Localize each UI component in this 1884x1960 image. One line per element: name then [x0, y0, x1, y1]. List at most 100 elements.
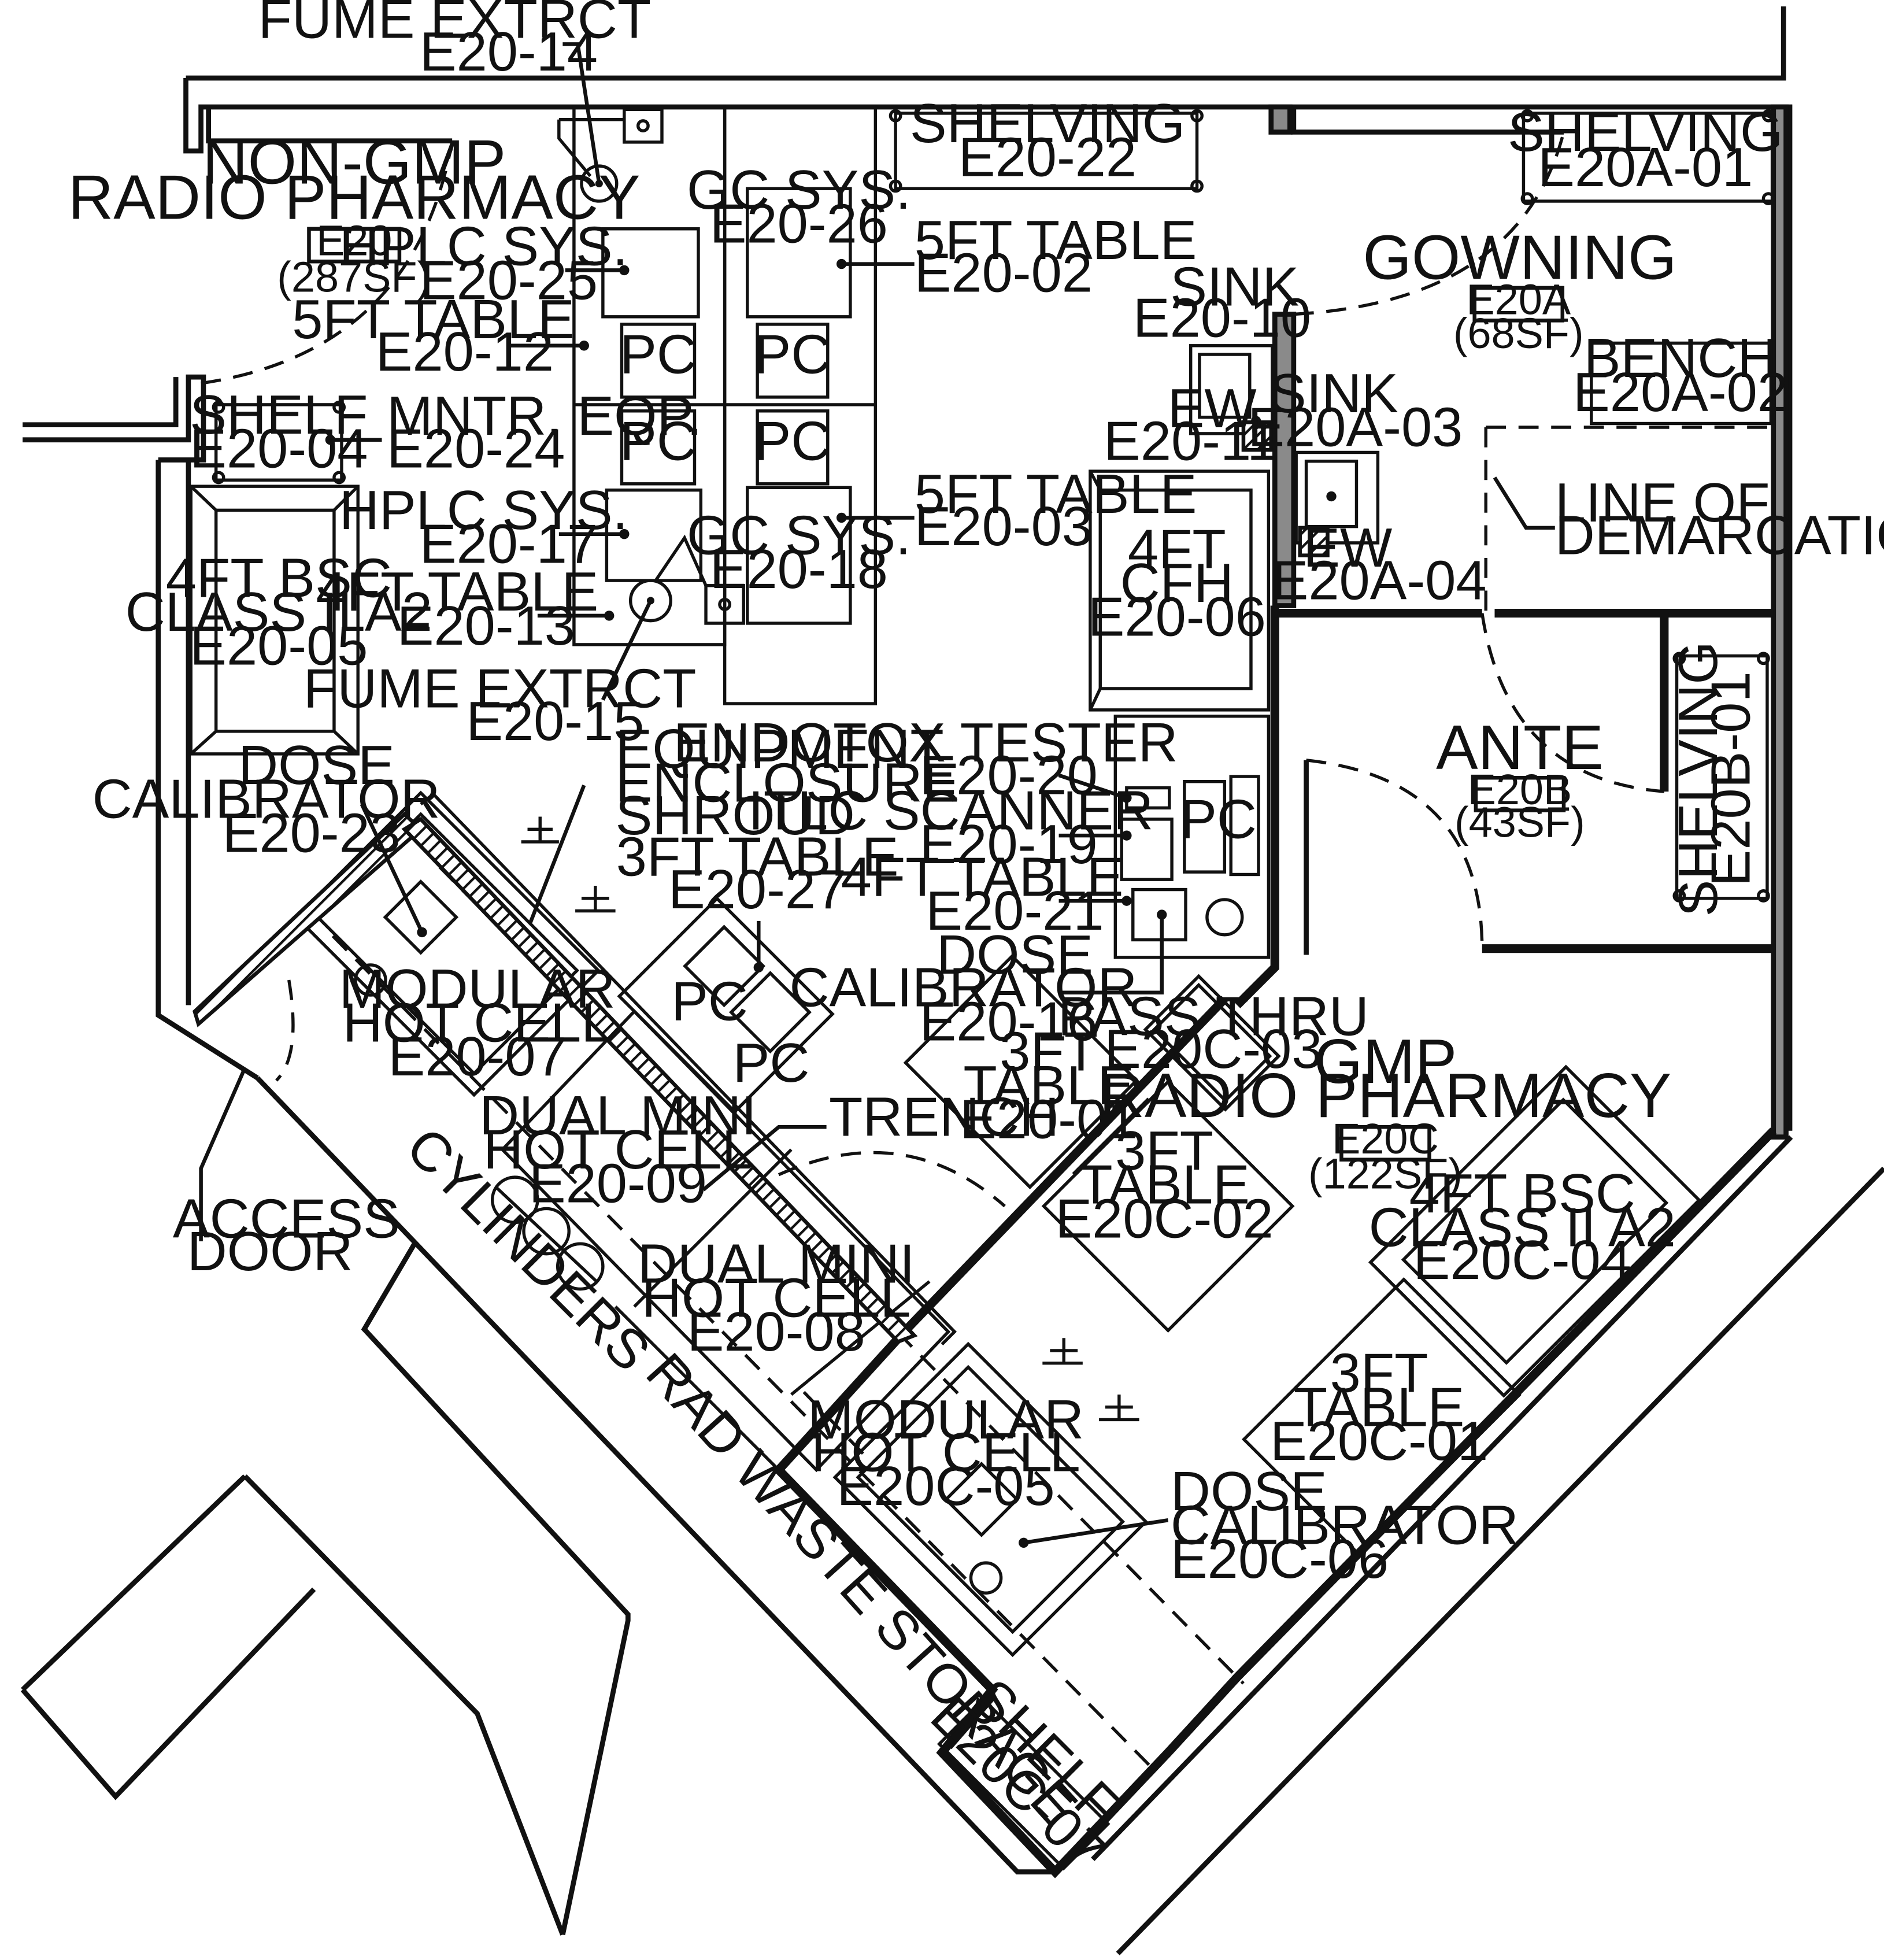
equipment-label: E20-13: [397, 595, 575, 657]
equipment-label: HOT CELL: [483, 1119, 753, 1181]
room-name: NON-GMP: [202, 128, 506, 198]
equipment-label: SINK: [1170, 256, 1299, 317]
table-e20c-02: [1041, 1079, 1295, 1333]
equipment-label: E20-09: [529, 1153, 707, 1215]
room-name: GOWNING: [1363, 223, 1676, 293]
equipment-label: 5FT TABLE: [915, 463, 1197, 525]
equipment-label: E20-24: [387, 418, 565, 480]
sinks: [1189, 344, 1380, 557]
equipment-label: EQUIPMENT: [616, 718, 944, 780]
equipment-label: E20B-01: [1700, 671, 1762, 886]
equipment-label: 4FT TABLE: [316, 561, 598, 623]
pc-label: PC: [620, 411, 697, 472]
pc-label: PC: [733, 1032, 810, 1094]
shelf-e20c-07: [937, 1697, 1111, 1871]
equipment-label: E20-22: [958, 126, 1137, 188]
equipment-label: FUME EXTRCT: [303, 658, 697, 720]
pc-label: PC: [754, 324, 831, 386]
enclosure-shroud: [193, 792, 957, 1345]
equipment-label: DOSE: [238, 734, 395, 796]
equipment-label: ACCESS: [173, 1188, 400, 1249]
pc-label: PC: [754, 411, 831, 472]
equipment-label: E20-15: [466, 690, 644, 752]
equipment-label: SHELVING: [910, 93, 1185, 154]
equipment-label: E20C-06: [1171, 1528, 1389, 1590]
pc-label: PC: [620, 324, 697, 386]
equipment-label: 4FT BSC: [166, 547, 392, 609]
equipment-label: CLASS II A2: [1369, 1197, 1676, 1259]
equipment-label: SINK: [1269, 363, 1398, 424]
equipment-label: GC SYS.: [687, 159, 911, 221]
equipment-label: E20C-03: [1104, 1018, 1322, 1080]
equipment-label: E20-01: [960, 1089, 1138, 1151]
equipment-label: 3FT TABLE: [616, 826, 899, 888]
equipment-label: MODULAR: [808, 1389, 1084, 1451]
equipment-label: DUAL MINI: [638, 1233, 915, 1295]
equipment-label: ITLC SCANNER: [748, 779, 1153, 841]
cfh-unit: [1089, 469, 1271, 712]
equipment-label: E20-19: [920, 813, 1098, 875]
equipment-label: SHELVING: [1508, 101, 1783, 163]
equipment-label: HOT CELL: [642, 1267, 911, 1329]
equipment-label: 5FT TABLE: [915, 209, 1197, 271]
room-tag: E20A: [1466, 275, 1571, 323]
equipment-label: DOSE: [1171, 1460, 1327, 1522]
equipment-label: E20-20: [920, 744, 1098, 806]
equipment-label: EW: [1168, 378, 1257, 439]
equipment-label: BENCH: [1584, 327, 1778, 389]
walls: [20, 6, 1884, 1955]
room-area: (43SF): [1454, 798, 1585, 846]
equipment-label: TABLE: [1079, 1154, 1250, 1216]
equipment-label: CALIBRATOR: [789, 957, 1137, 1019]
equipment-label: E20-16: [920, 990, 1098, 1052]
equipment-label: E20A-03: [1248, 397, 1463, 458]
room-tag: E20: [316, 216, 392, 264]
equipment-label: E20A-02: [1573, 361, 1788, 423]
utility-markers: [354, 816, 1139, 1595]
equipment-label: TABLE: [963, 1055, 1134, 1116]
bench-tables: [557, 105, 878, 705]
equipment-label: 5FT TABLE: [292, 289, 575, 350]
room-area: (122SF): [1308, 1150, 1463, 1198]
equipment-label: E20-03: [915, 495, 1093, 557]
bsc-right: [1368, 1064, 1702, 1398]
equipment-label: TABLE: [1294, 1376, 1465, 1438]
equipment-label: 3FT: [1330, 1343, 1428, 1404]
equipment-label: CLASS II A2: [125, 581, 432, 643]
equipment-label: DEMARCATION: [1555, 504, 1884, 566]
equipment-label: E20-12: [376, 321, 554, 383]
equipment-label: E20-14: [420, 21, 598, 83]
equipment-label: LINE OF: [1555, 472, 1770, 534]
equipment-label: TRENCH: [829, 1086, 1059, 1148]
equipment-label: E20C-01: [1270, 1410, 1488, 1472]
equipment-label: GC SYS.: [687, 504, 911, 566]
equipment-label: DUAL MINI: [479, 1085, 757, 1147]
equipment-label: E20-21: [926, 880, 1104, 942]
table-e20-01: [903, 953, 1139, 1190]
equipment-label: E20-10: [1133, 287, 1311, 349]
room-name: RADIO PHARMACY: [1100, 1061, 1672, 1131]
equipment-label: PASS THRU: [1058, 986, 1369, 1048]
equipment-label: ENCLOSURE: [616, 752, 960, 813]
equipment-label: E20-18: [710, 538, 888, 600]
equipment-label: HPLC SYS.: [339, 479, 628, 541]
table-e20c-01: [1241, 1277, 1522, 1558]
equipment-label: EW: [1303, 517, 1392, 579]
room-area: (287SF): [277, 253, 431, 301]
equipment-label: 3FT: [1000, 1020, 1098, 1082]
cylinders-group: [490, 1175, 605, 1291]
equipment-label: E20C-05: [836, 1455, 1054, 1517]
leader-dots: [325, 258, 1337, 1548]
pc-label: PC: [1180, 788, 1257, 850]
equipment-label: DOOR: [187, 1221, 353, 1282]
pc-label: PC: [671, 971, 748, 1033]
equipment-label: CFH: [1120, 552, 1234, 614]
room-label-gmp: GMP RADIO PHARMACY E20C (122SF): [1100, 1027, 1672, 1198]
equipment-label: E20-27: [668, 859, 846, 920]
room-tag: E20C: [1332, 1115, 1439, 1163]
pc-labels: PC PC PC PC PC PC PC: [620, 324, 1257, 1094]
equipment-label: SHROUD: [616, 785, 855, 846]
equipment-label: CALIBRATOR: [92, 768, 441, 830]
room-name: ANTE: [1436, 713, 1604, 783]
